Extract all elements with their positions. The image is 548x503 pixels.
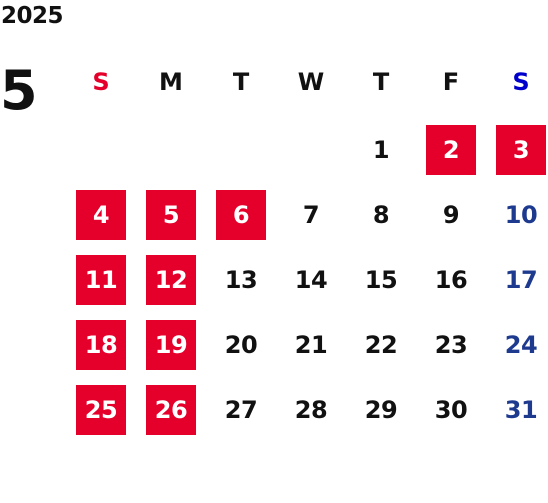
- day-number: 23: [434, 331, 468, 359]
- day-number: 21: [294, 331, 328, 359]
- day-cell: [66, 117, 136, 182]
- day-cell: 4: [66, 182, 136, 247]
- day-number: 13: [224, 266, 258, 294]
- day-cell: 30: [416, 377, 486, 442]
- weekday-label: F: [442, 68, 460, 96]
- holiday-day-number: 19: [146, 320, 196, 370]
- day-number: 20: [224, 331, 258, 359]
- day-number: 16: [434, 266, 468, 294]
- day-cell: 26: [136, 377, 206, 442]
- day-cell: 9: [416, 182, 486, 247]
- day-cell: 10: [486, 182, 548, 247]
- day-cell: 3: [486, 117, 548, 182]
- day-cell: 16: [416, 247, 486, 312]
- day-cell: 18: [66, 312, 136, 377]
- day-cell: [206, 117, 276, 182]
- day-cell: 20: [206, 312, 276, 377]
- day-number: 10: [504, 201, 538, 229]
- day-cell: 31: [486, 377, 548, 442]
- day-number: 22: [364, 331, 398, 359]
- day-cell: 29: [346, 377, 416, 442]
- day-cell: 13: [206, 247, 276, 312]
- day-cell: 6: [206, 182, 276, 247]
- day-cell: [136, 117, 206, 182]
- year-label: 2025: [1, 3, 64, 29]
- holiday-day-number: 3: [496, 125, 546, 175]
- day-cell: 15: [346, 247, 416, 312]
- holiday-day-number: 26: [146, 385, 196, 435]
- day-cell: 24: [486, 312, 548, 377]
- day-cell: 11: [66, 247, 136, 312]
- holiday-day-number: 4: [76, 190, 126, 240]
- day-number: 27: [224, 396, 258, 424]
- day-number: 17: [504, 266, 538, 294]
- day-cell: [276, 117, 346, 182]
- day-cell: 17: [486, 247, 548, 312]
- day-number: 7: [302, 201, 320, 229]
- weekday-label: S: [92, 68, 110, 96]
- month-label: 5: [0, 59, 38, 122]
- holiday-day-number: 11: [76, 255, 126, 305]
- day-number: 24: [504, 331, 538, 359]
- day-cell: 22: [346, 312, 416, 377]
- holiday-day-number: 2: [426, 125, 476, 175]
- holiday-day-number: 12: [146, 255, 196, 305]
- day-cell: 1: [346, 117, 416, 182]
- day-number: 30: [434, 396, 468, 424]
- weekday-label: T: [372, 68, 390, 96]
- holiday-day-number: 18: [76, 320, 126, 370]
- day-cell: 23: [416, 312, 486, 377]
- holiday-day-number: 5: [146, 190, 196, 240]
- day-number: 9: [442, 201, 460, 229]
- day-number: 8: [372, 201, 390, 229]
- day-number: 14: [294, 266, 328, 294]
- day-cell: 7: [276, 182, 346, 247]
- day-cell: 25: [66, 377, 136, 442]
- day-number: 31: [504, 396, 538, 424]
- holiday-day-number: 25: [76, 385, 126, 435]
- holiday-day-number: 6: [216, 190, 266, 240]
- day-cell: 19: [136, 312, 206, 377]
- day-number: 1: [372, 136, 390, 164]
- weekday-label: M: [159, 68, 183, 96]
- day-cell: 2: [416, 117, 486, 182]
- day-cell: 14: [276, 247, 346, 312]
- day-cell: 5: [136, 182, 206, 247]
- day-number: 15: [364, 266, 398, 294]
- day-number: 29: [364, 396, 398, 424]
- weekday-label: W: [297, 68, 325, 96]
- day-cell: 21: [276, 312, 346, 377]
- day-cell: 8: [346, 182, 416, 247]
- weekday-label: S: [512, 68, 530, 96]
- day-cell: 27: [206, 377, 276, 442]
- day-cell: 28: [276, 377, 346, 442]
- weekday-label: T: [232, 68, 250, 96]
- day-cell: 12: [136, 247, 206, 312]
- day-number: 28: [294, 396, 328, 424]
